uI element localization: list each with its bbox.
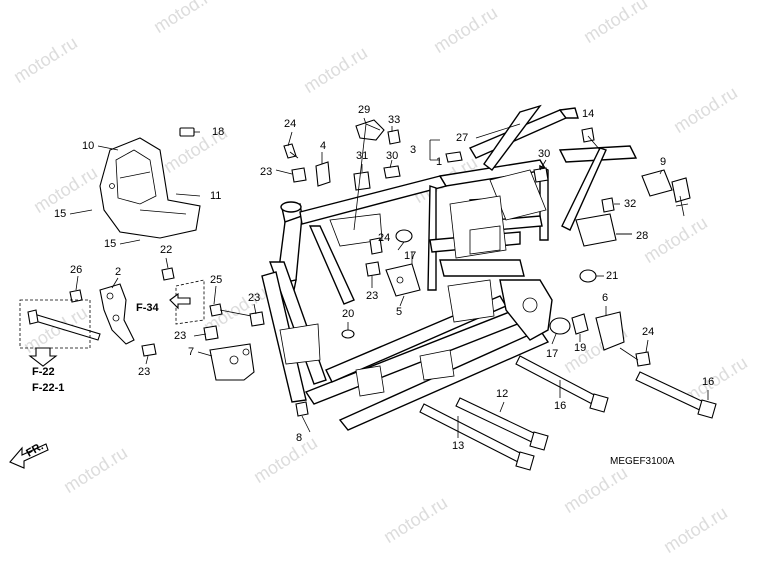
callout-18: 18 [212,126,225,138]
callout-26: 26 [70,264,83,276]
collar-20 [341,329,355,339]
bolt-14 [581,127,595,143]
clamp-1 [445,151,463,163]
ref-arrow-f34 [169,292,191,310]
bolt-33 [387,129,401,145]
callout-30: 30 [538,148,551,160]
bolt-32 [601,197,615,213]
callout-6: 6 [602,292,609,304]
callout-23: 23 [138,366,151,378]
callout-24: 24 [642,326,655,338]
callout-3: 3 [410,144,417,156]
ref-arrow-f22 [28,347,58,367]
callout-1: 1 [436,156,443,168]
callout-13: 13 [452,440,465,452]
callout-23: 23 [366,290,379,302]
long-bolt-12 [455,397,549,451]
callout-22: 22 [160,244,173,256]
bracket-6 [595,311,625,351]
callout-23: 23 [260,166,273,178]
clip-31 [353,171,371,191]
bracket-28 [575,213,617,247]
callout-5: 5 [396,306,403,318]
nut-23-mid [365,261,381,277]
reference-f34: F-34 [136,302,159,314]
bracket-4 [315,161,331,187]
ignition-switch-9 [641,169,691,217]
callout-7: 7 [188,346,195,358]
leader-lines [69,117,709,438]
callout-19: 19 [574,342,587,354]
callout-10: 10 [82,140,95,152]
front-cover-assembly [99,137,201,239]
callout-11: 11 [210,190,222,202]
nut-23-center [203,325,219,341]
callout-32: 32 [624,198,637,210]
callout-23: 23 [174,330,187,342]
grommet-30-b [533,167,549,183]
callout-17: 17 [404,250,417,262]
nut-23-left [141,343,157,357]
front-direction-arrow [9,443,49,469]
callout-24: 24 [284,118,297,130]
motorcycle-frame [261,104,638,431]
grommet-17-lower [549,317,571,335]
long-bolt-13 [419,403,535,471]
clip-19 [571,313,589,335]
callout-23: 23 [248,292,261,304]
callout-8: 8 [296,432,303,444]
rubber-grommet [179,127,195,137]
left-engine-bracket [99,283,135,345]
reference-dashed-outline [19,299,91,349]
grommet-30-a [383,165,401,179]
diagram-code: MEGEF3100A [610,456,675,467]
callout-16: 16 [702,376,715,388]
reference-f22: F-22 [32,366,55,378]
callout-24: 24 [378,232,391,244]
callout-15: 15 [54,208,67,220]
nut-23-upper [291,167,307,183]
bolt-22 [161,267,175,281]
callout-25: 25 [210,274,223,286]
reference-f22-1: F-22-1 [32,382,65,394]
bolt-24-right [635,351,651,367]
clamp-29 [355,119,385,141]
callout-17: 17 [546,348,559,360]
nut-23-frame [249,311,265,327]
callout-20: 20 [342,308,355,320]
callout-9: 9 [660,156,667,168]
long-bolt-left [27,309,101,341]
bolt-25 [209,303,223,317]
callout-4: 4 [320,140,327,152]
grommet-17-upper [395,229,413,243]
callout-31: 31 [356,150,369,162]
callout-27: 27 [456,132,469,144]
callout-2: 2 [115,266,122,278]
callout-30: 30 [386,150,399,162]
spacer-8 [295,401,309,417]
callout-33: 33 [388,114,401,126]
long-bolt-16-center [515,355,609,413]
grommet-21 [579,269,597,283]
bolt-24-upper [283,143,297,159]
long-bolt-16-right [635,371,717,419]
callout-29: 29 [358,104,371,116]
callout-16: 16 [554,400,567,412]
callout-12: 12 [496,388,509,400]
callout-15: 15 [104,238,117,250]
callout-28: 28 [636,230,649,242]
callout-14: 14 [582,108,595,120]
bracket-7 [209,343,255,381]
callout-21: 21 [606,270,619,282]
bolt-24-mid [369,237,383,255]
